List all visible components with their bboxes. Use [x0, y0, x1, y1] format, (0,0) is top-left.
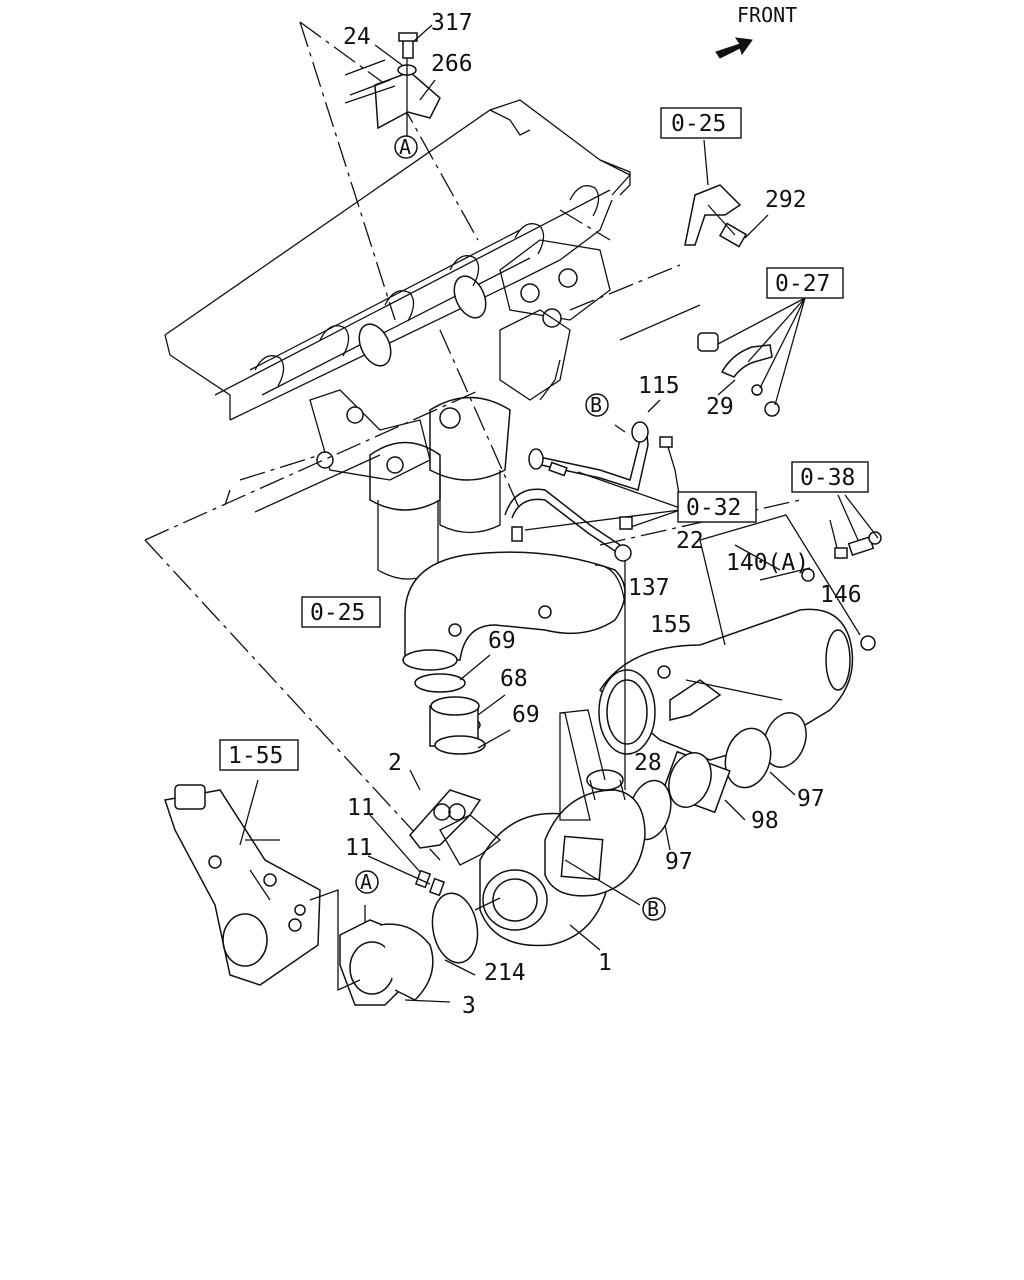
part-label-2: 2 [388, 750, 402, 776]
ref-box-1-55: 1-55 [219, 739, 299, 771]
exhaust-brake-assembly [164, 779, 361, 992]
part-label-115: 115 [638, 373, 680, 399]
part-label-28: 28 [634, 750, 662, 776]
intake-elbow-hose [402, 551, 626, 671]
part-label-11-upper: 11 [347, 795, 375, 821]
part-label-29: 29 [706, 394, 734, 420]
part-label-24: 24 [343, 24, 371, 50]
ref-box-0-32: 0-32 [677, 491, 757, 523]
marker-letter: A [399, 135, 411, 159]
front-indicator: FRONT [715, 3, 797, 59]
circle-marker-a-top: A [394, 135, 418, 159]
stud-bolts-11 [367, 814, 446, 897]
part-label-140a: 140(A) [726, 550, 809, 576]
engine-manifold-drawing [164, 99, 701, 580]
ref-box-0-38: 0-38 [791, 461, 869, 493]
ref-label: 0-25 [310, 600, 365, 626]
part-label-3: 3 [462, 993, 476, 1019]
circle-marker-b-mid: B [585, 393, 609, 417]
part-label-97-left: 97 [665, 849, 693, 875]
part-label-68: 68 [500, 666, 528, 692]
ref-box-0-25-top: 0-25 [660, 107, 742, 139]
ref-label: 0-32 [686, 495, 741, 521]
hose-clamp-set [414, 654, 511, 755]
turbocharger-assembly [479, 560, 646, 951]
oil-pipe-assembly [504, 399, 681, 562]
front-arrow-icon [715, 37, 753, 59]
part-number-labels: 317 24 266 292 29 115 22 140(A) 146 137 … [343, 10, 862, 1019]
part-label-69-lower: 69 [512, 702, 540, 728]
part-label-11-lower: 11 [345, 835, 373, 861]
intercooler-pipe-assembly [598, 494, 882, 768]
marker-letter: B [647, 897, 659, 921]
marker-letter: B [590, 393, 602, 417]
ref-label: 1-55 [228, 743, 283, 769]
ref-box-0-25-mid: 0-25 [301, 596, 381, 628]
part-label-214: 214 [484, 960, 526, 986]
part-label-97-right: 97 [797, 786, 825, 812]
ref-label: 0-38 [800, 465, 855, 491]
front-label: FRONT [737, 3, 797, 27]
marker-letter: A [360, 870, 372, 894]
part-label-137: 137 [628, 575, 670, 601]
circle-marker-b-low: B [642, 897, 666, 921]
part-label-292: 292 [765, 187, 807, 213]
part-label-146: 146 [820, 582, 862, 608]
ref-label: 0-27 [775, 271, 830, 297]
coupler-hose-set [628, 727, 796, 851]
bracket-292-assembly [684, 139, 769, 248]
ref-box-0-27: 0-27 [766, 267, 844, 299]
part-label-1: 1 [598, 950, 612, 976]
top-bracket-assembly [344, 24, 441, 138]
part-label-22: 22 [676, 528, 704, 554]
part-label-69-upper: 69 [488, 628, 516, 654]
part-label-266: 266 [431, 51, 473, 77]
exhaust-elbow-3 [339, 892, 501, 1006]
ref-label: 0-25 [671, 111, 726, 137]
part-label-155: 155 [650, 612, 692, 638]
gasket-2 [409, 769, 502, 866]
clamp-29-assembly [697, 297, 806, 417]
circle-marker-a-low: A [355, 870, 379, 894]
part-label-317: 317 [431, 10, 473, 36]
part-label-98: 98 [751, 808, 779, 834]
